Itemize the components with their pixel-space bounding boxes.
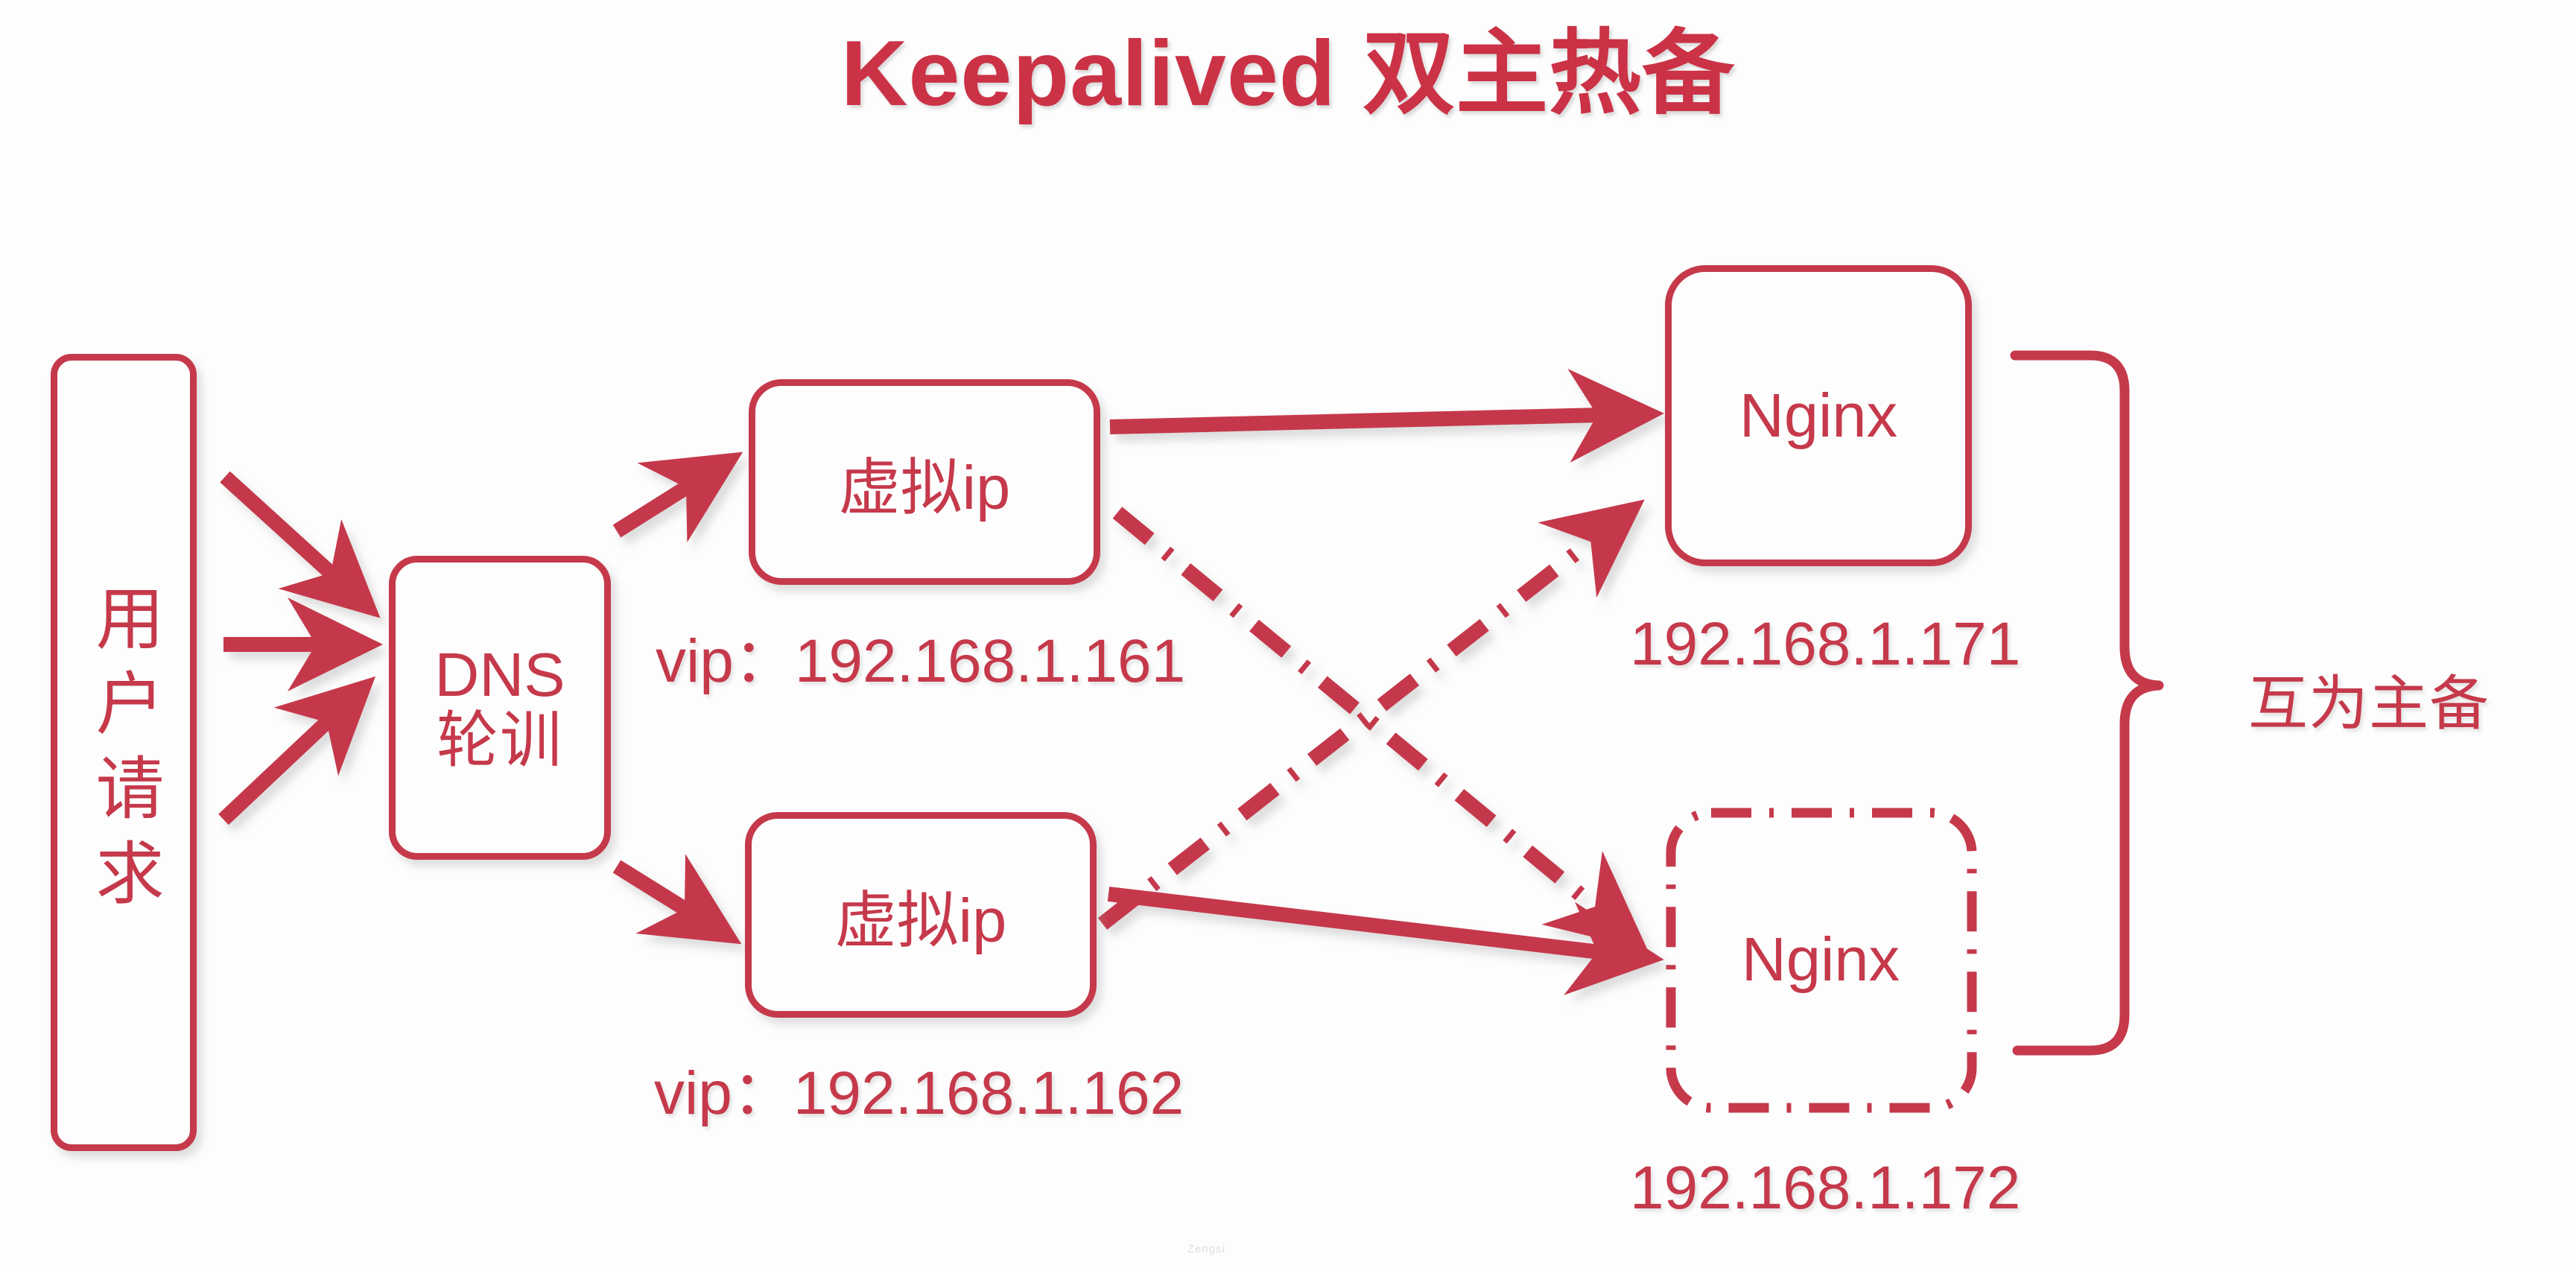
nginx-primary-address-label: 192.168.1.171	[1630, 610, 2021, 678]
vip1-address-label: vip：192.168.1.161	[656, 627, 1186, 695]
arrow-dns-to-vip2	[612, 854, 742, 945]
node-virtual-ip-1-label: 虚拟ip	[838, 453, 1011, 522]
node-nginx-primary-label: Nginx	[1739, 381, 1898, 450]
arrow-user-to-dns-upper	[220, 471, 381, 618]
vip2-address-label: vip：192.168.1.162	[654, 1059, 1184, 1127]
watermark: Zengsi	[1187, 1243, 1226, 1255]
arrow-vip1-to-nginx2-dashdot	[1112, 507, 1649, 951]
node-nginx-standby[interactable]: Nginx	[1667, 809, 1974, 1110]
arrow-vip1-to-nginx1	[1109, 369, 1664, 463]
arrow-vip2-to-nginx1-dashdot	[1097, 499, 1645, 930]
ha-brace	[2010, 350, 2164, 1056]
arrow-vip2-to-nginx2	[1107, 887, 1664, 995]
node-dns-label-line2: 轮训	[437, 706, 563, 775]
node-user-request-label: 用户请求	[86, 583, 162, 922]
node-dns[interactable]: DNS 轮训	[389, 556, 611, 860]
node-dns-label-line1: DNS	[434, 640, 565, 710]
node-nginx-standby-label: Nginx	[1741, 925, 1900, 994]
arrow-user-to-dns-lower	[218, 676, 376, 825]
ha-annotation-label: 互为主备	[2248, 671, 2490, 737]
node-virtual-ip-2[interactable]: 虚拟ip	[745, 812, 1097, 1018]
node-virtual-ip-2-label: 虚拟ip	[834, 886, 1007, 955]
node-user-request[interactable]: 用户请求	[51, 354, 197, 1151]
page-title: Keepalived 双主热备	[840, 22, 1736, 125]
node-virtual-ip-1[interactable]: 虚拟ip	[749, 379, 1100, 585]
arrow-dns-to-vip1	[612, 451, 743, 543]
nginx-standby-address-label: 192.168.1.172	[1630, 1154, 2021, 1222]
node-nginx-primary[interactable]: Nginx	[1665, 265, 1972, 566]
